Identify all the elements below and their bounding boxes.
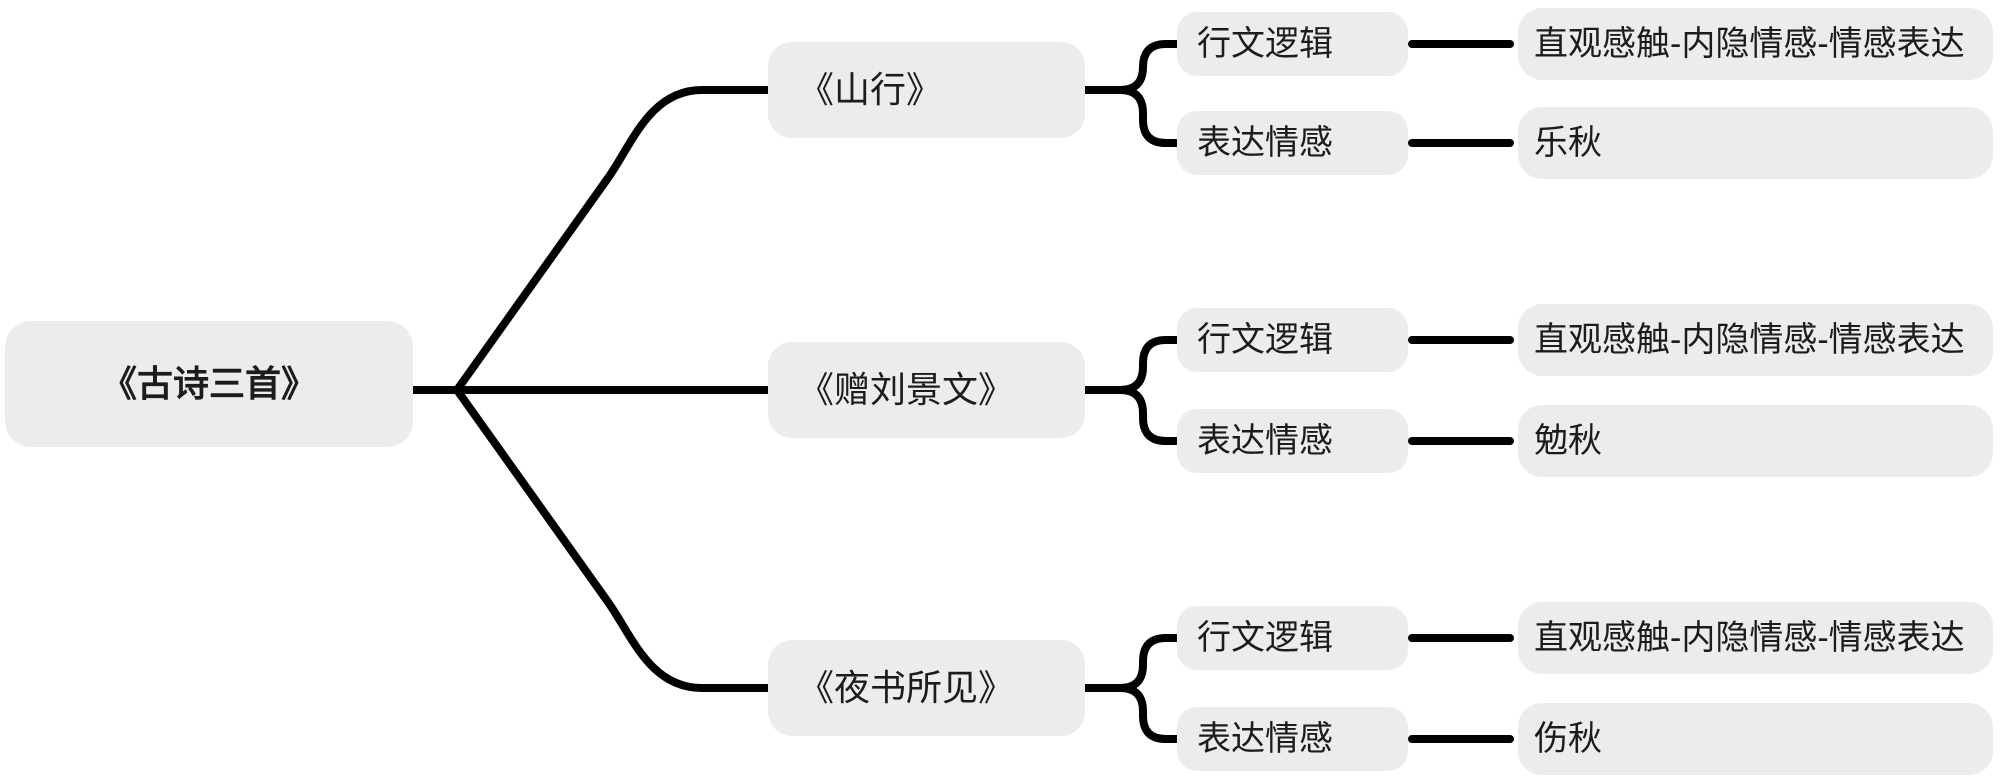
edge-root-to-branch-2 [453, 386, 772, 692]
node-root[interactable]: 《古诗三首》 [5, 321, 413, 447]
node-child-2-0[interactable]: 行文逻辑 [1177, 606, 1408, 670]
node-leaf-1-0[interactable]: 直观感触-内隐情感-情感表达 [1518, 304, 1993, 376]
node-child-0-0[interactable]: 行文逻辑 [1177, 12, 1408, 76]
edge-branch-0-to-child-0 [1081, 40, 1181, 94]
node-child-0-1[interactable]: 表达情感 [1177, 111, 1408, 175]
edge-root-to-branch-0 [453, 86, 772, 394]
node-leaf-2-1[interactable]: 伤秋 [1518, 703, 1993, 775]
node-leaf-0-0[interactable]: 直观感触-内隐情感-情感表达 [1518, 8, 1993, 80]
node-branch-0[interactable]: 《山行》 [768, 42, 1085, 138]
edge-branch-2-to-child-1 [1081, 684, 1181, 743]
edge-branch-0-to-child-1 [1081, 86, 1181, 147]
node-branch-2[interactable]: 《夜书所见》 [768, 640, 1085, 736]
node-child-1-1[interactable]: 表达情感 [1177, 409, 1408, 473]
edge-branch-2-to-child-0 [1081, 634, 1181, 692]
edge-branch-1-to-child-1 [1081, 386, 1181, 445]
edge-branch-1-to-child-0 [1081, 336, 1181, 394]
node-child-1-0[interactable]: 行文逻辑 [1177, 308, 1408, 372]
node-branch-1[interactable]: 《赠刘景文》 [768, 342, 1085, 438]
node-child-2-1[interactable]: 表达情感 [1177, 707, 1408, 771]
node-leaf-0-1[interactable]: 乐秋 [1518, 107, 1993, 179]
node-leaf-1-1[interactable]: 勉秋 [1518, 405, 1993, 477]
node-leaf-2-0[interactable]: 直观感触-内隐情感-情感表达 [1518, 602, 1993, 674]
